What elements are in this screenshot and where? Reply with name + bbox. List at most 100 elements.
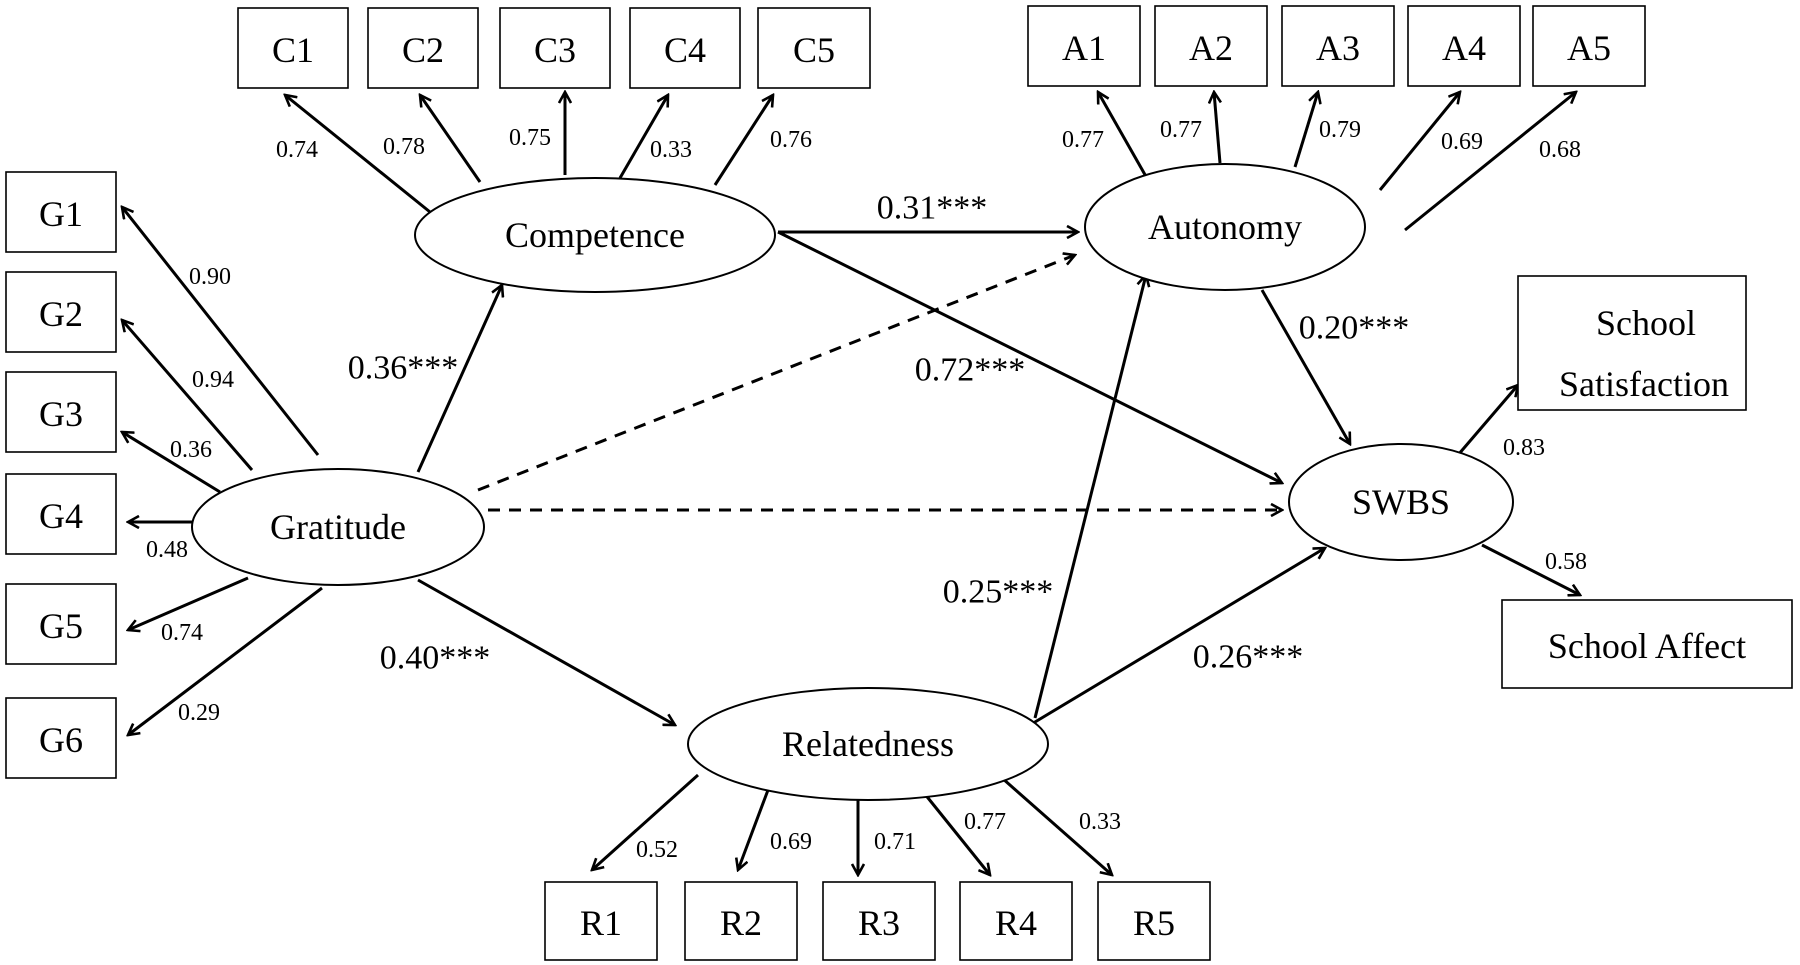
label-swbs: SWBS [1352, 482, 1450, 522]
box-r3 [822, 881, 936, 961]
box-g1 [5, 171, 117, 253]
label-school-satisfaction-line1: School [1596, 303, 1696, 343]
edge-gratitude-g1 [122, 207, 320, 456]
label-autonomy: Autonomy [1148, 207, 1302, 247]
label-c1: C1 [272, 30, 314, 70]
edge-gratitude-g6 [128, 586, 323, 735]
box-school-satisfaction [1517, 275, 1747, 411]
loading-a2: 0.77 [1160, 117, 1202, 143]
edge-relatedness-r5 [1001, 776, 1112, 875]
edge-autonomy-swbs [1260, 289, 1350, 444]
edge-relatedness-r1 [592, 773, 700, 870]
label-c4: C4 [664, 30, 706, 70]
loading-labels: 0.74 0.78 0.75 0.33 0.76 0.77 0.77 0.79 … [146, 117, 1587, 863]
edge-relatedness-r4 [918, 787, 990, 875]
label-a3: A3 [1316, 28, 1360, 68]
edge-gratitude-relatedness [417, 578, 675, 725]
label-relatedness: Relatedness [782, 724, 954, 764]
loading-g5: 0.74 [161, 620, 203, 646]
box-school-affect [1501, 599, 1793, 689]
edge-competence-c2 [420, 95, 482, 183]
edge-relatedness-autonomy [1033, 275, 1146, 719]
ellipse-swbs [1288, 443, 1514, 561]
loading-a5: 0.68 [1539, 137, 1581, 163]
indicator-boxes: C1 C2 C3 C4 C5 A1 A2 A3 A4 A5 G1 G2 G3 G… [5, 5, 1793, 961]
label-school-satisfaction-line2: Satisfaction [1559, 364, 1729, 404]
loading-r4: 0.77 [964, 809, 1006, 835]
box-r2 [684, 881, 798, 961]
loading-school-affect: 0.58 [1545, 549, 1587, 575]
label-r3: R3 [858, 903, 900, 943]
box-c1 [237, 7, 349, 89]
loading-r3: 0.71 [874, 829, 916, 855]
edge-autonomy-a1 [1098, 92, 1150, 181]
label-r5: R5 [1133, 903, 1175, 943]
label-c2: C2 [402, 30, 444, 70]
box-g3 [5, 371, 117, 453]
latent-variables: Competence Autonomy Gratitude Relatednes… [191, 163, 1514, 801]
loading-r1: 0.52 [636, 837, 678, 863]
path-competence-swbs: 0.72*** [915, 352, 1026, 389]
loading-a1: 0.77 [1062, 127, 1104, 153]
edge-gratitude-g5 [128, 576, 249, 630]
edge-gratitude-autonomy-dashed [477, 255, 1075, 492]
box-a2 [1154, 5, 1268, 87]
ellipse-relatedness [687, 687, 1049, 801]
loading-g2: 0.94 [192, 367, 234, 393]
loading-c1: 0.74 [276, 137, 318, 163]
loading-c4: 0.33 [650, 137, 692, 163]
edge-autonomy-a4 [1378, 92, 1460, 191]
box-g4 [5, 473, 117, 555]
label-g5: G5 [39, 606, 83, 646]
edge-gratitude-competence [416, 285, 502, 473]
edge-competence-swbs [777, 230, 1282, 483]
loading-r2: 0.69 [770, 829, 812, 855]
loading-c3: 0.75 [509, 125, 551, 151]
label-gratitude: Gratitude [270, 507, 406, 547]
box-g6 [5, 697, 117, 779]
edge-gratitude-g3 [122, 432, 221, 494]
edge-competence-c1 [285, 95, 431, 214]
box-c2 [367, 7, 479, 89]
loading-a3: 0.79 [1319, 117, 1361, 143]
label-a4: A4 [1442, 28, 1486, 68]
label-g4: G4 [39, 496, 83, 536]
edge-autonomy-a5 [1404, 92, 1576, 232]
loading-r5: 0.33 [1079, 809, 1121, 835]
box-a5 [1532, 5, 1646, 87]
label-g6: G6 [39, 720, 83, 760]
label-a5: A5 [1567, 28, 1611, 68]
edge-autonomy-a2 [1214, 92, 1220, 164]
label-g2: G2 [39, 294, 83, 334]
loading-g1: 0.90 [189, 264, 231, 290]
ellipse-gratitude [191, 468, 485, 586]
box-a1 [1027, 5, 1141, 87]
edge-gratitude-g2 [122, 320, 254, 471]
label-r1: R1 [580, 903, 622, 943]
path-competence-autonomy: 0.31*** [877, 190, 988, 227]
loading-c5: 0.76 [770, 127, 812, 153]
path-coefficients: 0.31*** 0.36*** 0.72*** 0.20*** 0.40*** … [348, 190, 1410, 677]
box-a4 [1407, 5, 1521, 87]
label-g3: G3 [39, 394, 83, 434]
box-r1 [544, 881, 658, 961]
path-relatedness-swbs: 0.26*** [1193, 639, 1304, 676]
ellipse-competence [414, 177, 776, 293]
box-r5 [1097, 881, 1211, 961]
edge-competence-c4 [618, 95, 668, 179]
box-c5 [757, 7, 871, 89]
loading-g6: 0.29 [178, 700, 220, 726]
label-r2: R2 [720, 903, 762, 943]
label-r4: R4 [995, 903, 1037, 943]
loading-g4: 0.48 [146, 537, 188, 563]
edge-swbs-school-satisfaction [1456, 385, 1518, 456]
path-gratitude-competence: 0.36*** [348, 350, 459, 387]
label-competence: Competence [505, 215, 685, 255]
path-gratitude-relatedness: 0.40*** [380, 640, 491, 677]
path-autonomy-swbs: 0.20*** [1299, 310, 1410, 347]
label-a2: A2 [1189, 28, 1233, 68]
box-g5 [5, 583, 117, 665]
label-g1: G1 [39, 194, 83, 234]
ellipse-autonomy [1084, 163, 1366, 291]
